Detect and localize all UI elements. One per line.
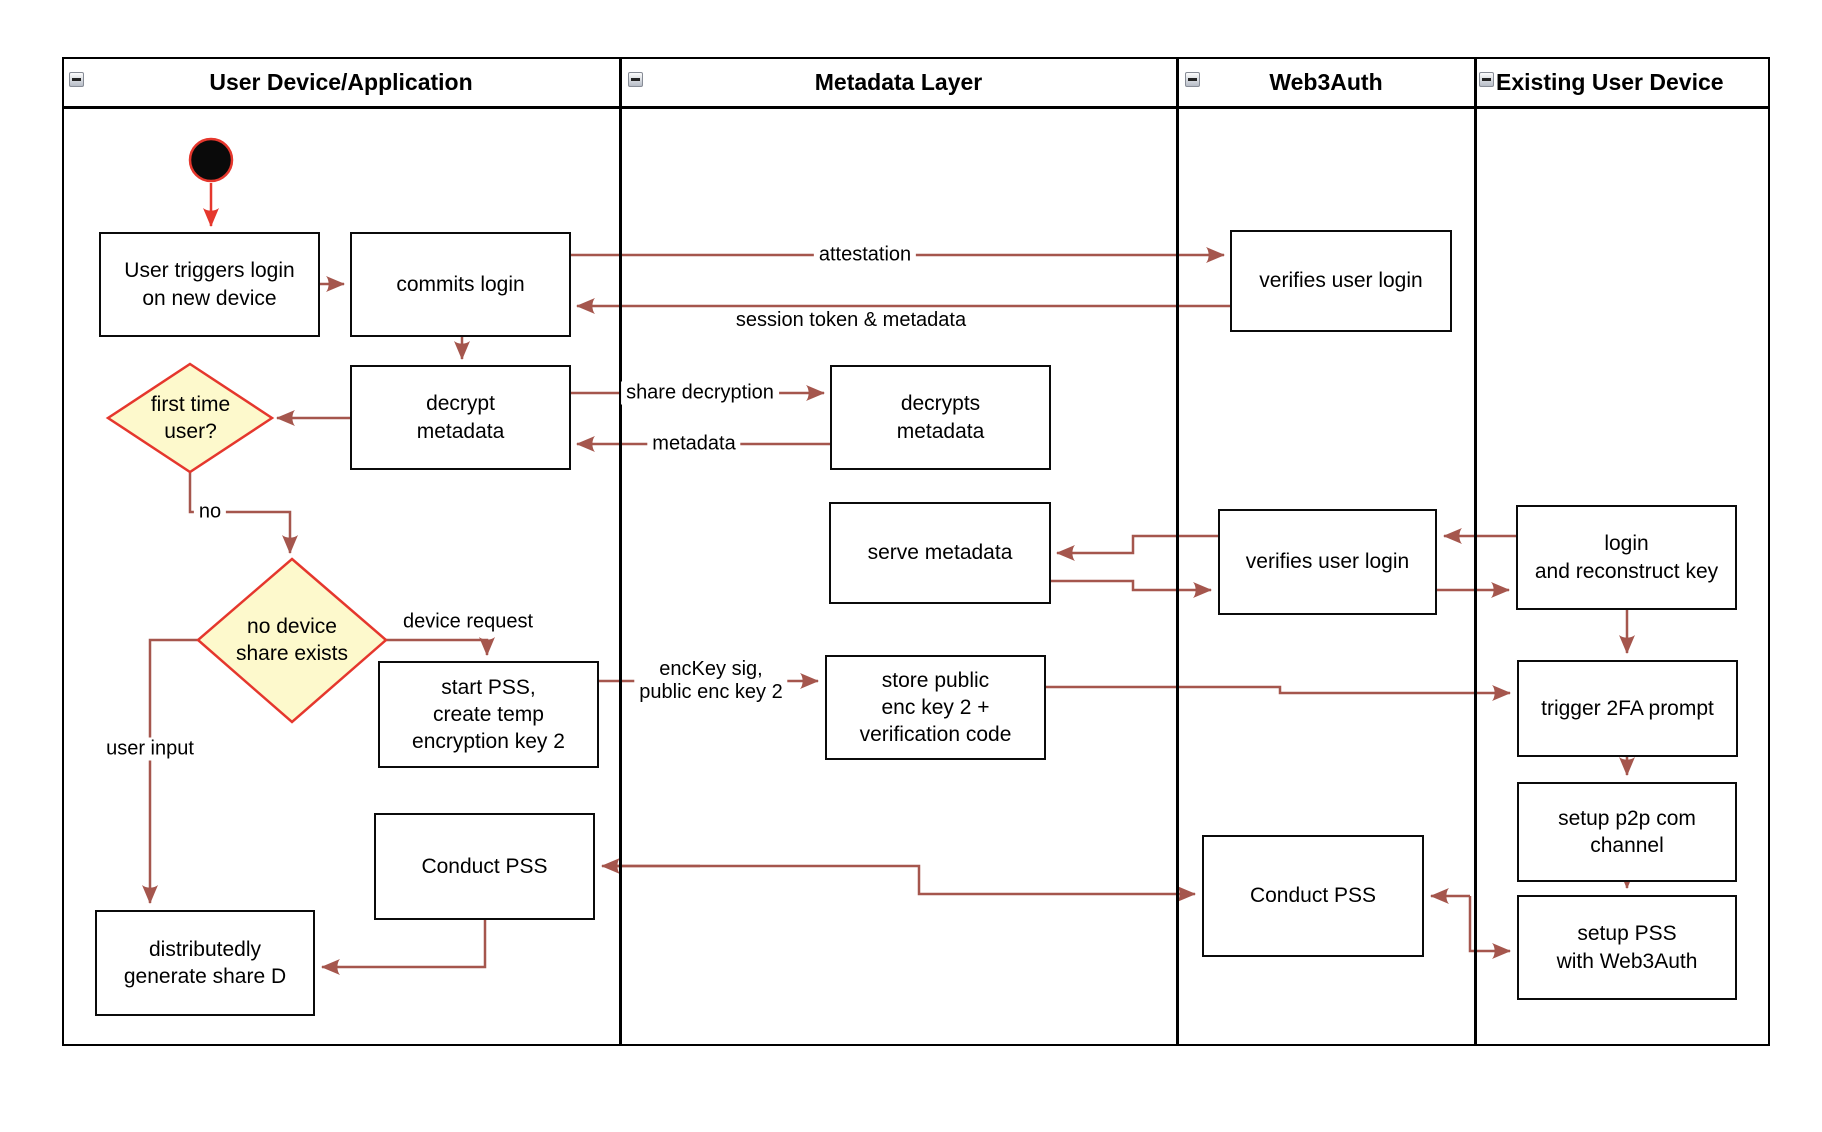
lane-header-existing-device[interactable]: Existing User Device <box>1496 59 1770 106</box>
node-label: Conduct PSS <box>421 854 548 878</box>
node-distributed-generate-share[interactable]: distributedly generate share D <box>95 910 315 1016</box>
pool-frame <box>62 57 1770 1046</box>
node-conduct-pss-user[interactable]: Conduct PSS <box>374 813 595 920</box>
decision-label-no-device: no device share exists <box>235 614 349 665</box>
node-label: setup PSS <box>1577 922 1677 946</box>
node-label: Conduct PSS <box>1249 884 1377 908</box>
edge-to-setuppss <box>1468 896 1511 959</box>
node-label: on new device <box>142 286 277 310</box>
edge-label-share-decryption: share decryption <box>621 381 779 405</box>
edge-user-input <box>142 638 199 904</box>
lane-header-web3auth[interactable]: Web3Auth <box>1177 59 1475 106</box>
edge-conductpss-right <box>604 864 1196 902</box>
node-label: channel <box>1590 834 1664 857</box>
edge-verifies2-to-serve <box>1056 534 1218 561</box>
node-commits-login[interactable]: commits login <box>350 232 571 337</box>
node-label: verification code <box>859 723 1012 747</box>
node-start-pss[interactable]: start PSS, create temp encryption key 2 <box>378 661 599 768</box>
node-verifies-user-login-1[interactable]: verifies user login <box>1230 230 1452 332</box>
lane-separator-1 <box>619 57 622 1046</box>
edge-store-to-trigger2fa <box>1046 685 1511 701</box>
edge-label-no: no <box>193 500 227 524</box>
lane-separator-2 <box>1176 57 1179 1046</box>
node-label: start PSS, <box>441 675 536 699</box>
node-decrypt-metadata[interactable]: decrypt metadata <box>350 365 571 470</box>
edge-label-device-request: device request <box>397 610 539 634</box>
node-label: generate share D <box>123 965 287 988</box>
edge-serve-to-verifies2 <box>1051 579 1212 598</box>
node-label: store public <box>881 668 990 692</box>
lane-title: Metadata Layer <box>814 69 983 95</box>
node-user-triggers-login[interactable]: User triggers login on new device <box>99 232 320 337</box>
collapse-lane-icon[interactable] <box>1479 72 1494 87</box>
node-label: enc key 2 + <box>881 695 990 719</box>
node-conduct-pss-web3auth[interactable]: Conduct PSS <box>1202 835 1424 957</box>
node-label: with Web3Auth <box>1556 949 1698 973</box>
decision-no-device-share[interactable] <box>196 557 388 724</box>
lane-title: Web3Auth <box>1269 69 1383 95</box>
node-label: login <box>1604 532 1649 556</box>
node-label: distributedly <box>148 937 262 961</box>
node-label: decrypts <box>900 392 981 416</box>
edge-no-branch <box>188 472 298 554</box>
node-trigger-2fa[interactable]: trigger 2FA prompt <box>1517 660 1738 757</box>
collapse-lane-icon[interactable] <box>69 72 84 87</box>
node-label: commits login <box>396 272 525 296</box>
node-label: create temp <box>433 702 544 726</box>
lane-title: User Device/Application <box>209 69 473 95</box>
edge-label-metadata: metadata <box>647 432 741 456</box>
node-setup-pss[interactable]: setup PSS with Web3Auth <box>1517 895 1737 1000</box>
node-label: serve metadata <box>867 541 1013 565</box>
edge-label-session-token: session token & metadata <box>730 309 972 332</box>
edge-label-enckey: encKey sig, public enc key 2 <box>634 658 788 704</box>
node-label: and reconstruct key <box>1534 559 1719 583</box>
edge-label-user-input: user input <box>101 737 199 761</box>
node-label: User triggers login <box>124 259 295 283</box>
collapse-lane-icon[interactable] <box>628 72 643 87</box>
node-store-public-key[interactable]: store public enc key 2 + verification co… <box>825 655 1046 760</box>
node-setup-p2p[interactable]: setup p2p com channel <box>1517 782 1737 882</box>
edge-device-request <box>385 637 495 656</box>
node-label: verifies user login <box>1245 550 1410 574</box>
node-label: trigger 2FA prompt <box>1541 696 1714 720</box>
node-decrypts-metadata[interactable]: decrypts metadata <box>830 365 1051 470</box>
edge-conductpss-to-distributed <box>321 920 487 975</box>
node-serve-metadata[interactable]: serve metadata <box>829 502 1051 604</box>
lane-header-user-device[interactable]: User Device/Application <box>62 59 620 106</box>
decision-first-time-user[interactable] <box>105 362 275 474</box>
node-label: decrypt <box>426 392 495 416</box>
node-label: metadata <box>896 419 985 443</box>
start-node[interactable] <box>188 137 234 183</box>
lane-header-metadata-layer[interactable]: Metadata Layer <box>620 59 1177 106</box>
lane-separator-3 <box>1474 57 1477 1046</box>
edge-label-attestation: attestation <box>813 243 917 267</box>
node-label: verifies user login <box>1259 269 1423 293</box>
decision-label-first-time: first time user? <box>150 392 231 443</box>
collapse-lane-icon[interactable] <box>1185 72 1200 87</box>
lane-title: Existing User Device <box>1496 69 1724 95</box>
header-separator <box>62 106 1770 109</box>
node-login-reconstruct-key[interactable]: login and reconstruct key <box>1516 505 1737 610</box>
node-label: metadata <box>416 419 505 443</box>
node-label: encryption key 2 <box>412 730 565 754</box>
node-label: setup p2p com <box>1558 806 1696 830</box>
node-verifies-user-login-2[interactable]: verifies user login <box>1218 509 1437 615</box>
